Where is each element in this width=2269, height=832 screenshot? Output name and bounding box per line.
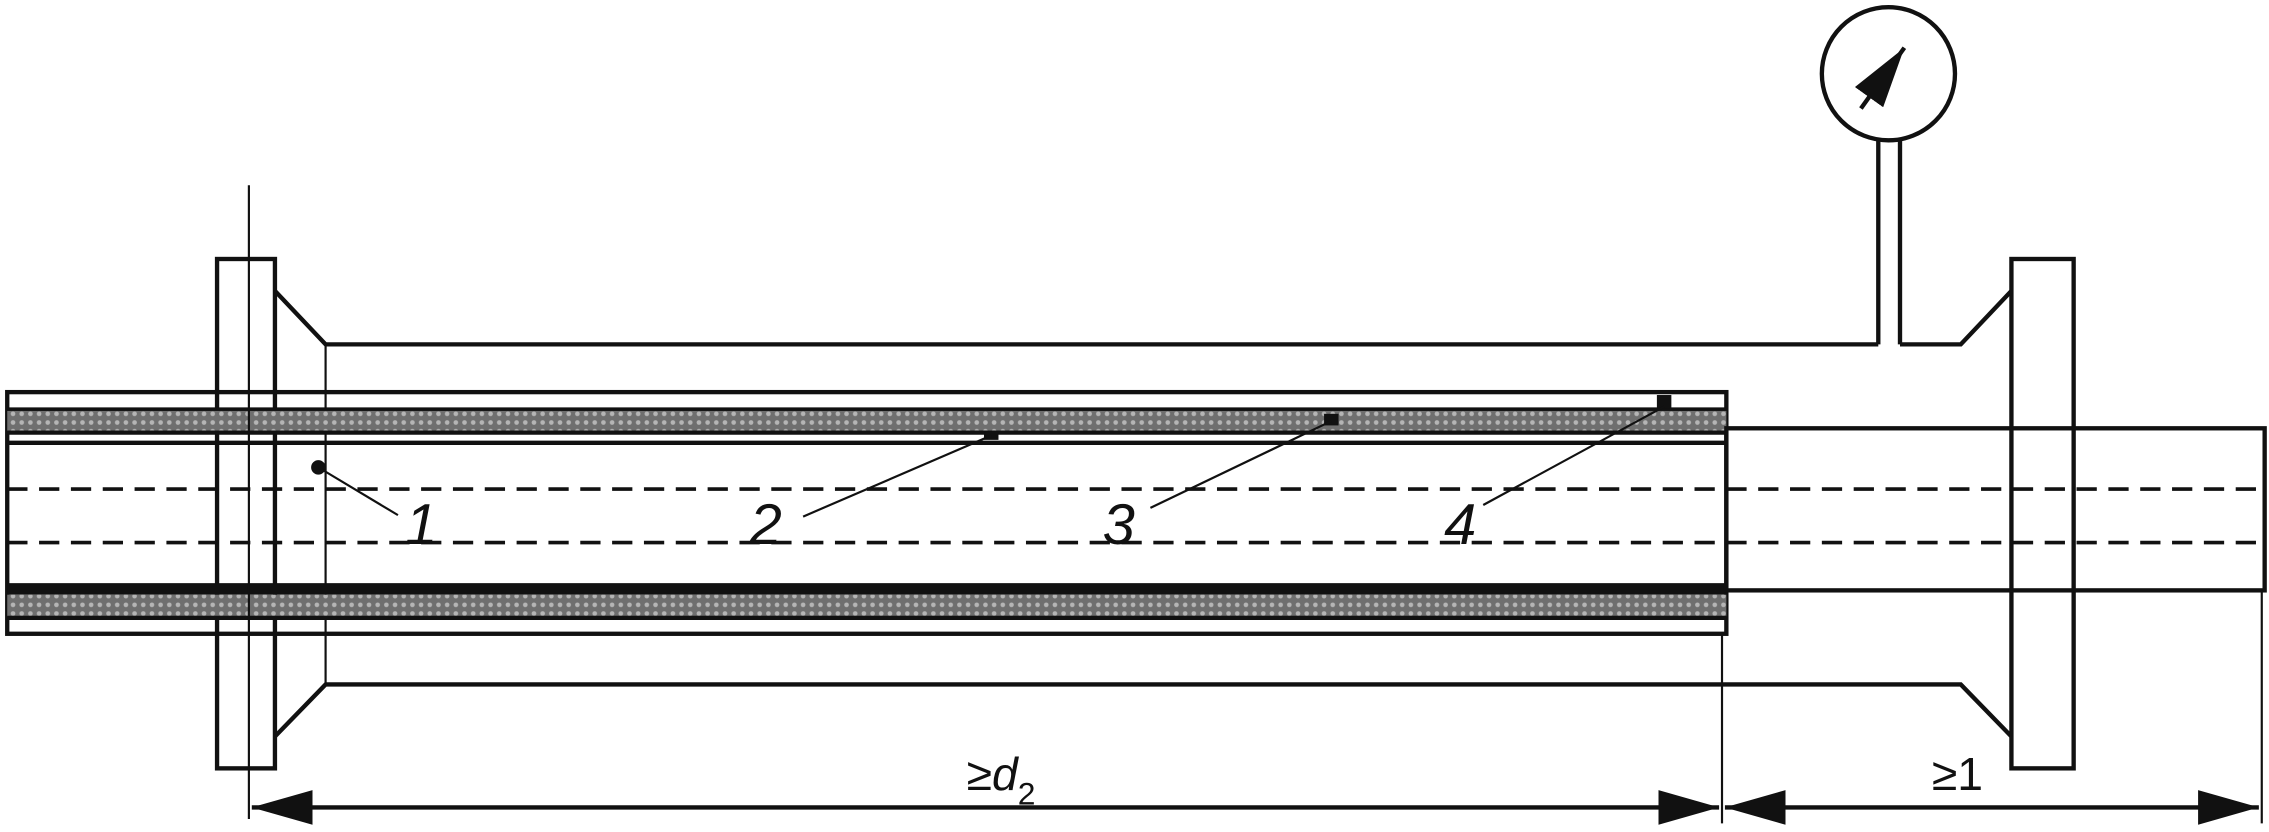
sample-tube (5, 389, 1729, 636)
callout-3: 3 (1103, 493, 1135, 557)
outlet-pipe (1724, 426, 2267, 593)
right-flange (2009, 256, 2076, 771)
dimension-label-1: ≥1 (1932, 748, 1983, 800)
dimension-prefix: ≥ (967, 748, 992, 800)
housing (273, 289, 2013, 739)
callout-leaders (311, 395, 1672, 518)
pressure-gauge-icon (1819, 5, 1958, 345)
callout-1: 1 (405, 493, 437, 557)
dimension-symbol: d (992, 748, 1019, 800)
callout-2: 2 (749, 493, 782, 557)
left-flange (214, 256, 278, 771)
dimension-label-d2: ≥d2 (967, 748, 1036, 811)
dimension-subscript: 2 (1018, 776, 1036, 812)
callout-4: 4 (1444, 493, 1476, 557)
